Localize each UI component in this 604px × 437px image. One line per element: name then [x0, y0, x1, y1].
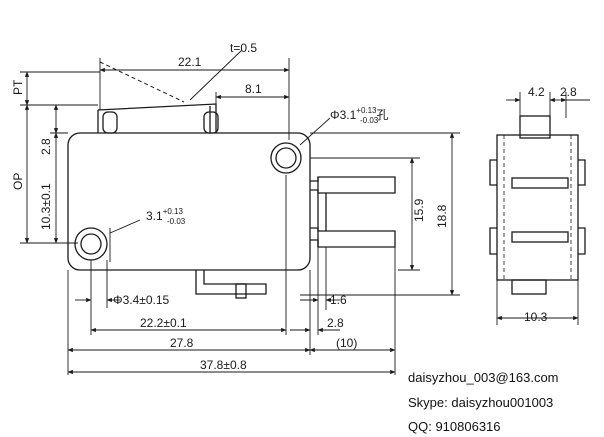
dim-lever-length: 22.1 — [178, 55, 202, 69]
end-view-notch-bottom — [489, 227, 586, 255]
lever-actuator — [97, 103, 217, 133]
dim-pt: 2.8 — [39, 138, 53, 155]
dim-end-body-width: 10.3 — [524, 310, 548, 324]
dimension-lines — [20, 49, 460, 375]
switch-end-view — [489, 115, 586, 295]
dim-terminal-gap: 2.8 — [327, 316, 344, 330]
end-view-lever — [519, 115, 551, 139]
mount-hole-top — [270, 142, 302, 174]
dim-terminal-ref: (10) — [336, 336, 357, 350]
end-view-dimensions — [496, 92, 590, 325]
contact-email: daisyzhou_003@163.com — [408, 370, 559, 385]
terminal-common — [317, 177, 327, 247]
terminal-upper — [310, 176, 396, 194]
dim-op: 10.3±0.1 — [39, 183, 53, 230]
mount-hole-bottom — [74, 227, 108, 261]
label-pt: PT — [11, 79, 25, 95]
lever-arm-released — [99, 61, 185, 103]
dim-hole-left: 3.1+0.13 — [146, 207, 183, 223]
end-view-notch-top — [489, 159, 586, 186]
contact-qq: QQ: 910806316 — [408, 419, 501, 434]
dim-hole-left-minus: -0.03 — [167, 217, 186, 226]
dim-body-height: 18.8 — [435, 204, 449, 228]
mount-hole-top-inner — [275, 147, 297, 169]
end-view-body — [496, 134, 579, 281]
top-pin-left — [102, 111, 118, 134]
switch-body-outline — [67, 132, 311, 271]
end-view-terminal-upper — [511, 177, 569, 189]
terminal-lower — [310, 227, 396, 248]
mount-hole-bottom-inner — [80, 233, 102, 255]
dim-overall-length: 37.8±0.8 — [200, 358, 247, 372]
dim-hole-diameter: Φ3.4±0.15 — [113, 293, 170, 307]
dim-end-width-a: 4.2 — [528, 85, 545, 99]
dim-hole-pitch: 22.2±0.1 — [140, 316, 187, 330]
dim-thickness: t=0.5 — [230, 41, 257, 55]
end-view-terminal-lower — [511, 231, 569, 243]
contact-skype: Skype: daisyzhou001003 — [408, 395, 554, 410]
label-op: OP — [11, 173, 25, 190]
top-pin-right — [203, 111, 219, 134]
dim-body-length: 27.8 — [170, 336, 194, 350]
end-view-terminal-bottom — [511, 279, 547, 295]
dim-hole-top-minus: -0.03 — [360, 116, 379, 125]
terminal-bottom-tab — [235, 283, 247, 299]
dim-hole-top: Φ3.1+0.13孔 — [330, 106, 389, 122]
dim-end-width-b: 2.8 — [560, 85, 577, 99]
dim-terminal-width: 1.6 — [330, 293, 347, 307]
dim-terminal-spacing: 15.9 — [412, 198, 426, 222]
terminal-bottom — [195, 270, 267, 295]
dim-lever-offset: 8.1 — [245, 82, 262, 96]
